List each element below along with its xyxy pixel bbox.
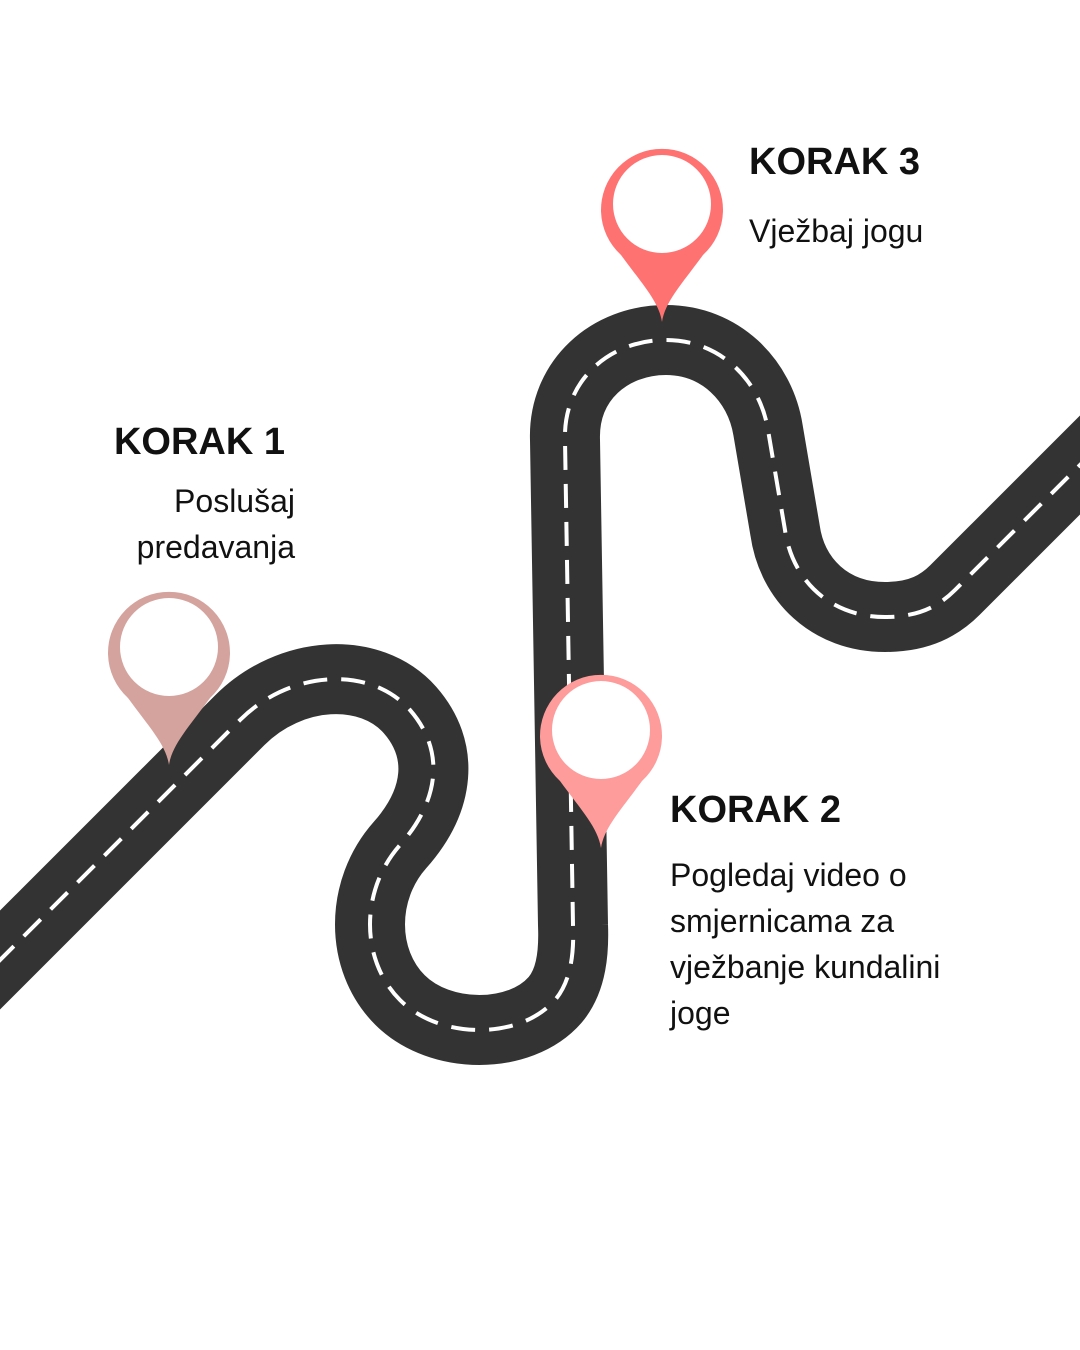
road-lane-markings	[0, 337, 1080, 1032]
pin-step-2-icon	[540, 674, 662, 848]
step-3-title: KORAK 3	[749, 141, 921, 183]
step-3-text: Vježbaj jogu	[749, 213, 924, 249]
pin-step-3-icon	[601, 148, 724, 322]
road	[0, 305, 1080, 1065]
step-1-title: KORAK 1	[113, 421, 285, 463]
step-1-text: Poslušaj predavanja	[136, 483, 295, 565]
step-2-title: KORAK 2	[670, 789, 842, 831]
pin-step-1-icon	[108, 591, 230, 765]
step-2-text: Pogledaj video o smjernicama za vježbanj…	[670, 857, 941, 1031]
